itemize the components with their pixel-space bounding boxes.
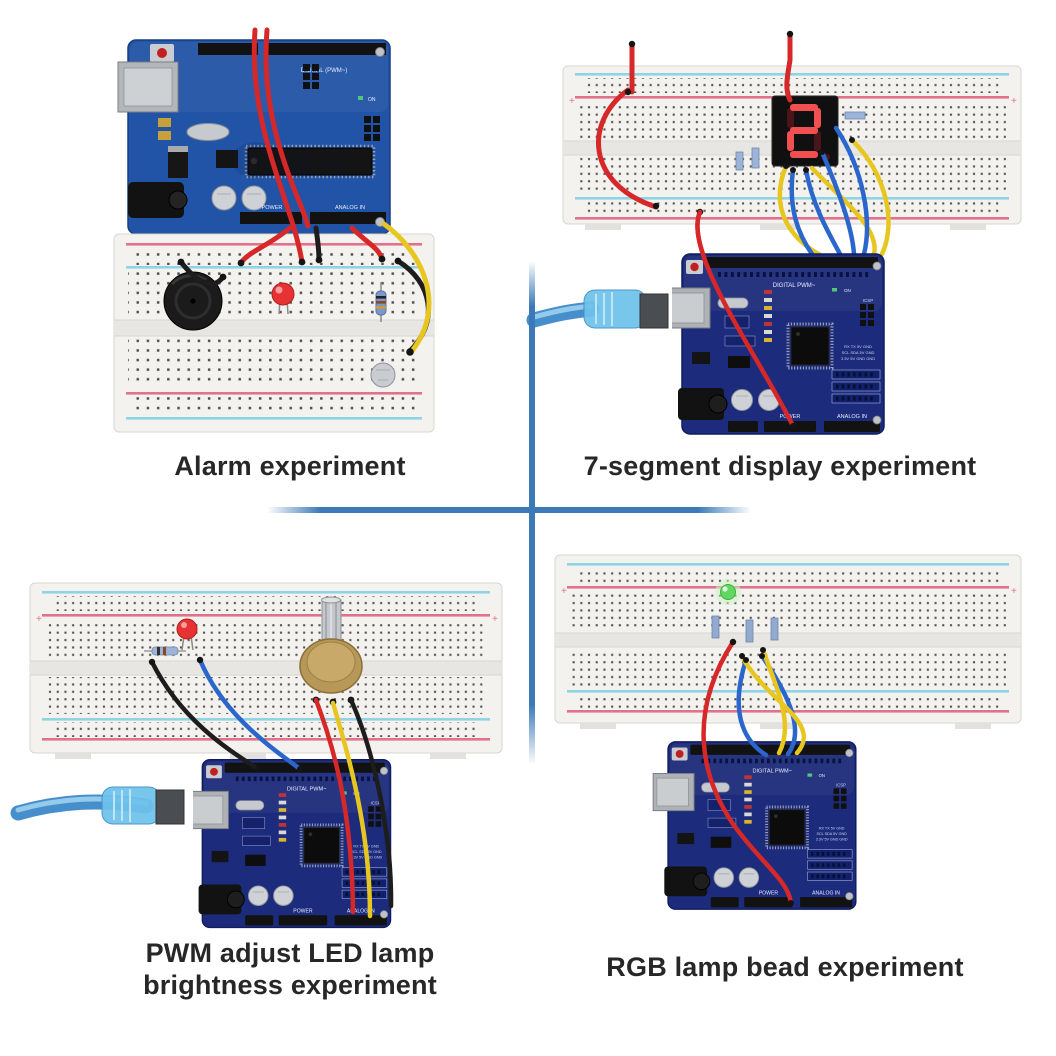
blue-wire xyxy=(833,125,870,257)
capacitor xyxy=(241,185,267,211)
analog-pins-label: ANALOG IN xyxy=(335,205,365,211)
capacitor xyxy=(370,362,396,388)
crystal-oscillator xyxy=(186,123,230,141)
yellow-wire xyxy=(777,163,825,259)
divider-horizontal-line xyxy=(267,507,751,513)
yellow-wire xyxy=(381,221,432,354)
green-led xyxy=(715,579,741,605)
seven-segment-experiment-photo: + + xyxy=(526,30,1022,434)
caption-pwm-experiment: PWM adjust LED lamp brightness experimen… xyxy=(85,937,495,1001)
resistor xyxy=(735,111,866,171)
voltage-regulator xyxy=(168,152,188,178)
wire-connectors xyxy=(148,656,303,772)
red-led xyxy=(176,618,198,651)
caption-pwm-line1: PWM adjust LED lamp xyxy=(145,938,435,968)
yellow-wire xyxy=(849,137,891,257)
resistor xyxy=(144,646,186,656)
rail-plus-marker: + xyxy=(569,96,575,107)
yellow-wire xyxy=(809,165,877,257)
breadboard: + + xyxy=(29,582,503,759)
black-wire xyxy=(348,697,394,909)
alarm-experiment-photo: DIGITAL (PWM~) ON xyxy=(113,27,435,433)
caption-alarm-experiment: Alarm experiment xyxy=(174,451,406,481)
caption-rgb-experiment: RGB lamp bead experiment xyxy=(606,952,964,982)
lit-segments xyxy=(787,104,821,158)
digital-pins-label: DIGITAL (PWM~) xyxy=(301,68,348,74)
arduino-uno-board xyxy=(653,742,856,909)
capacitor xyxy=(211,185,237,211)
black-wire xyxy=(313,225,322,263)
blue-wire xyxy=(789,167,815,257)
arduino-uno-board xyxy=(187,760,390,928)
divider-vertical-line xyxy=(529,261,535,765)
wire-connectors xyxy=(729,638,794,906)
jumper-wires xyxy=(149,657,394,919)
arduino-uno-board: DIGITAL (PWM~) ON xyxy=(117,39,391,235)
black-wire xyxy=(149,659,261,772)
red-wire xyxy=(596,87,659,210)
jumper-wires xyxy=(701,639,806,906)
icsp-header xyxy=(364,116,380,141)
resistor xyxy=(711,615,779,643)
rail-plus-marker: + xyxy=(1011,586,1017,597)
breadboard xyxy=(113,233,435,433)
atmega-dip-chip xyxy=(244,144,376,179)
red-wire xyxy=(313,697,356,915)
seven-segment-display xyxy=(771,95,839,167)
blue-wire xyxy=(736,657,769,758)
yellow-wire xyxy=(739,653,806,756)
arduino-uno-board xyxy=(666,254,884,434)
rail-plus-marker: + xyxy=(492,614,498,625)
usb-cable xyxy=(10,786,185,825)
blue-wire xyxy=(819,149,857,257)
pwm-experiment-photo: + + xyxy=(10,582,503,928)
caption-pwm-line2: brightness experiment xyxy=(143,970,437,1000)
power-pins-label: POWER xyxy=(262,205,283,211)
blue-wire xyxy=(803,167,843,257)
wire-connectors xyxy=(624,30,855,216)
blue-wire xyxy=(197,657,303,772)
red-wire xyxy=(251,27,305,265)
buzzer xyxy=(163,271,223,331)
yellow-wire xyxy=(330,700,373,919)
on-led-label: ON xyxy=(368,97,376,103)
red-wire xyxy=(263,27,311,229)
red-wire xyxy=(695,209,796,429)
wire-connectors xyxy=(177,255,414,356)
black-wire xyxy=(178,259,226,287)
usb-cable xyxy=(526,289,669,329)
rail-plus-marker: + xyxy=(1011,96,1017,107)
icsp-header xyxy=(303,64,319,89)
rail-plus-marker: + xyxy=(36,614,42,625)
red-wire xyxy=(784,31,793,103)
red-led xyxy=(271,282,295,315)
resistor xyxy=(375,282,387,322)
caption-seven-segment-experiment: 7-segment display experiment xyxy=(583,451,977,481)
rail-plus-marker: + xyxy=(561,586,567,597)
red-wire xyxy=(701,639,794,906)
rgb-experiment-photo: + + xyxy=(554,554,1022,909)
power-jack xyxy=(128,182,184,218)
